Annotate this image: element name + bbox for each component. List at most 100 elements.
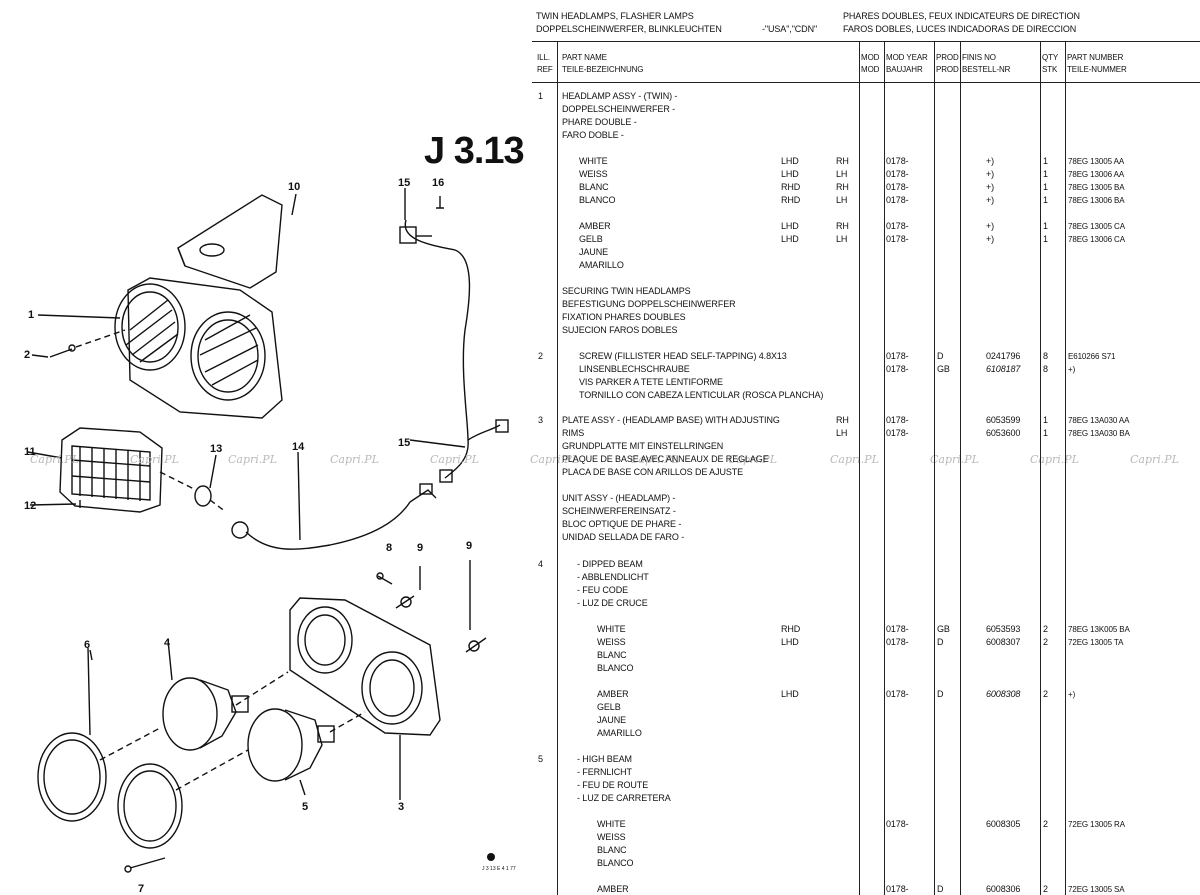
row-part-name: VIS PARKER A TETE LENTIFORME (579, 377, 723, 387)
row-side: RH (836, 221, 849, 231)
part-2-screw (49, 329, 126, 358)
callout-14: 14 (292, 441, 305, 453)
row-finis-no: +) (986, 169, 995, 179)
row-drive-side: LHD (781, 637, 799, 647)
row-side: RH (836, 156, 849, 166)
row-part-number: 78EG 13006 CA (1068, 235, 1125, 244)
row-part-name: - ABBLENDLICHT (577, 572, 649, 582)
part-14-wiring (231, 483, 437, 550)
row-ref: 4 (538, 559, 543, 569)
row-qty: 2 (1043, 689, 1048, 699)
row-finis-no: 6108187 (986, 364, 1021, 374)
callout-7: 7 (138, 883, 144, 895)
row-part-name: BLANCO (597, 663, 634, 673)
title-en: TWIN HEADLAMPS, FLASHER LAMPS (536, 11, 694, 21)
watermark-text: Capri.PL (530, 453, 579, 466)
row-mod-year: 0178- (886, 819, 909, 829)
row-side: RH (836, 415, 849, 425)
col-mod-2: MOD (861, 65, 880, 74)
row-drive-side: LHD (781, 221, 799, 231)
part-1-headlamp-assy (114, 277, 283, 419)
row-qty: 2 (1043, 637, 1048, 647)
row-part-name: TORNILLO CON CABEZA LENTICULAR (ROSCA PL… (579, 390, 824, 400)
row-part-number: 72EG 13005 TA (1068, 638, 1124, 647)
row-part-number: 72EG 13005 SA (1068, 885, 1125, 894)
callout-15a: 15 (398, 177, 410, 189)
col-mod-1: MOD (861, 53, 880, 62)
part-10-bracket (177, 194, 283, 289)
part-5-high-beam-unit (247, 708, 366, 796)
row-part-name: BLANCO (597, 858, 634, 868)
row-part-name: - FERNLICHT (577, 767, 632, 777)
callout-4: 4 (164, 637, 171, 649)
callout-6: 6 (84, 639, 90, 651)
callout-2: 2 (24, 349, 30, 361)
figure-code: J 3.13 (424, 130, 525, 172)
row-mod-year: 0178- (886, 428, 909, 438)
row-finis-no: 6008308 (986, 689, 1021, 699)
callout-9a: 9 (417, 542, 423, 554)
row-prod: D (937, 637, 944, 647)
row-mod-year: 0178- (886, 156, 909, 166)
row-mod-year: 0178- (886, 637, 909, 647)
watermark-text: Capri.PL (728, 453, 777, 466)
callout-10: 10 (288, 181, 300, 193)
row-drive-side: RHD (781, 624, 801, 634)
row-drive-side: LHD (781, 234, 799, 244)
row-qty: 2 (1043, 624, 1048, 634)
row-drive-side: LHD (781, 169, 799, 179)
watermark-text: Capri.PL (1030, 453, 1079, 466)
row-qty: 1 (1043, 182, 1048, 192)
row-finis-no: +) (986, 182, 995, 192)
row-part-name: - FEU DE ROUTE (577, 780, 649, 790)
row-part-number: 78EG 13K005 BA (1068, 625, 1130, 634)
part-11-flasher-lamp (59, 427, 163, 513)
row-part-name: DOPPELSCHEINWERFER - (562, 104, 676, 114)
row-qty: 8 (1043, 364, 1048, 374)
row-part-name: BLANC (597, 845, 627, 855)
row-side: LH (836, 195, 848, 205)
row-part-number: 78EG 13006 BA (1068, 196, 1125, 205)
row-prod: D (937, 351, 944, 361)
row-part-name: PLACA DE BASE CON ARILLOS DE AJUSTE (562, 467, 744, 477)
row-part-name: WHITE (597, 624, 626, 634)
col-name-1: PART NAME (562, 53, 607, 62)
row-part-name: PLAQUE DE BASE AVEC ANNEAUX DE REGLAGE (562, 454, 769, 464)
callout-5: 5 (302, 801, 308, 813)
callout-1: 1 (28, 309, 34, 321)
row-part-name: - DIPPED BEAM (577, 559, 643, 569)
row-part-name: PLATE ASSY - (HEADLAMP BASE) WITH ADJUST… (562, 415, 780, 425)
row-part-name: AMBER (597, 884, 629, 894)
row-part-number: 78EG 13005 AA (1068, 157, 1125, 166)
row-finis-no: 0241796 (986, 351, 1021, 361)
row-qty: 1 (1043, 234, 1048, 244)
row-part-number: 78EG 13006 AA (1068, 170, 1125, 179)
col-part-2: TEILE-NUMMER (1067, 65, 1127, 74)
row-qty: 1 (1043, 415, 1048, 425)
row-part-number: +) (1068, 365, 1076, 374)
row-part-name: AMBER (579, 221, 611, 231)
row-mod-year: 0178- (886, 182, 909, 192)
row-part-name: SECURING TWIN HEADLAMPS (562, 286, 691, 296)
callout-13: 13 (210, 443, 222, 455)
row-part-number: 78EG 13005 CA (1068, 222, 1125, 231)
row-mod-year: 0178- (886, 624, 909, 634)
callout-16: 16 (432, 177, 444, 189)
row-qty: 1 (1043, 221, 1048, 231)
col-prod-1: PROD (936, 53, 959, 62)
row-part-name: AMARILLO (597, 728, 642, 738)
row-qty: 1 (1043, 195, 1048, 205)
row-part-name: BEFESTIGUNG DOPPELSCHEINWERFER (562, 299, 736, 309)
row-finis-no: 6053593 (986, 624, 1021, 634)
part-8-screw (376, 572, 393, 585)
col-ill-1: ILL. (537, 53, 550, 62)
col-prod-2: PROD (936, 65, 959, 74)
row-drive-side: RHD (781, 195, 801, 205)
row-part-name: FIXATION PHARES DOUBLES (562, 312, 686, 322)
title-fr: PHARES DOUBLES, FEUX INDICATEURS DE DIRE… (843, 11, 1080, 21)
row-side: LH (836, 169, 848, 179)
row-mod-year: 0178- (886, 415, 909, 425)
row-part-name: BLANC (597, 650, 627, 660)
drawing-stamp: J 3 13 E 4 1 77 (482, 866, 516, 872)
exploded-diagram: 1 2 3 4 5 6 7 8 9 9 10 11 12 13 14 15 15… (24, 177, 516, 895)
